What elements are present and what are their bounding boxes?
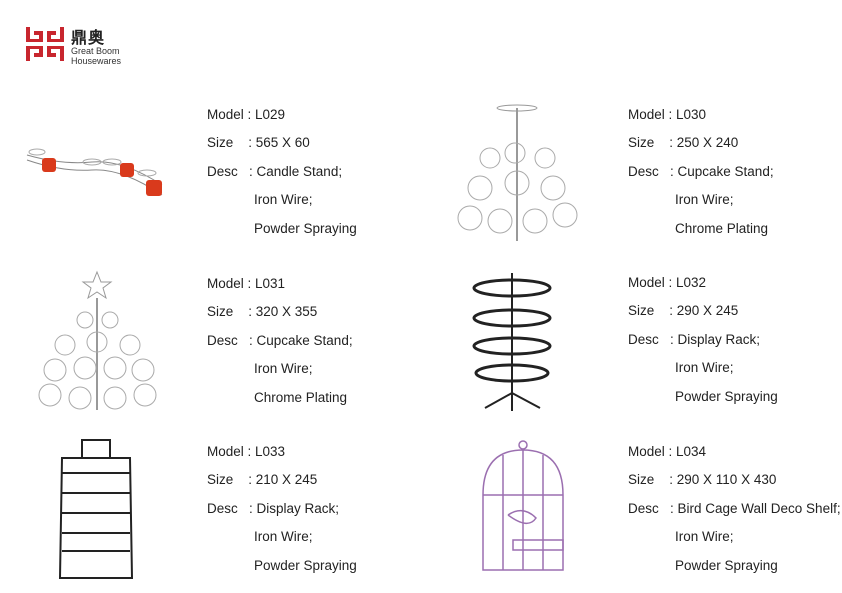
desc-finish: Powder Spraying: [675, 558, 778, 573]
desc-material: Iron Wire;: [254, 529, 313, 544]
size-label: Size : 290 X 110 X 430: [628, 472, 777, 487]
desc-label: Desc : Bird Cage Wall Deco Shelf;: [628, 501, 841, 516]
size-label: Size : 565 X 60: [207, 135, 310, 150]
desc-label: Desc : Display Rack;: [207, 501, 340, 516]
product-image-l034: [482, 440, 564, 571]
desc-finish: Chrome Plating: [675, 221, 769, 236]
model-label: Model : L033: [207, 444, 286, 459]
size-label: Size : 210 X 245: [207, 472, 318, 487]
product-image-l030: [457, 104, 578, 241]
desc-label: Desc : Cupcake Stand;: [207, 333, 353, 348]
model-label: Model : L029: [207, 107, 286, 122]
desc-label: Desc : Cupcake Stand;: [628, 164, 774, 179]
desc-material: Iron Wire;: [675, 360, 734, 375]
desc-finish: Powder Spraying: [675, 389, 778, 404]
product-image-l031: [38, 270, 157, 410]
size-label: Size : 290 X 245: [628, 303, 739, 318]
desc-finish: Chrome Plating: [254, 390, 348, 405]
model-label: Model : L032: [628, 275, 707, 290]
desc-material: Iron Wire;: [675, 529, 734, 544]
size-label: Size : 250 X 240: [628, 135, 739, 150]
desc-label: Desc : Candle Stand;: [207, 164, 343, 179]
desc-label: Desc : Display Rack;: [628, 332, 761, 347]
product-image-l033: [58, 439, 134, 579]
size-label: Size : 320 X 355: [207, 304, 318, 319]
desc-material: Iron Wire;: [254, 192, 313, 207]
brand-logo-icon: [26, 25, 64, 63]
desc-finish: Powder Spraying: [254, 558, 357, 573]
product-image-l029: [26, 148, 163, 196]
model-label: Model : L031: [207, 276, 286, 291]
model-label: Model : L030: [628, 107, 707, 122]
desc-material: Iron Wire;: [254, 361, 313, 376]
desc-finish: Powder Spraying: [254, 221, 357, 236]
product-image-l032: [472, 273, 552, 411]
model-label: Model : L034: [628, 444, 707, 459]
desc-material: Iron Wire;: [675, 192, 734, 207]
brand-name-cn: 鼎奥: [71, 30, 106, 47]
